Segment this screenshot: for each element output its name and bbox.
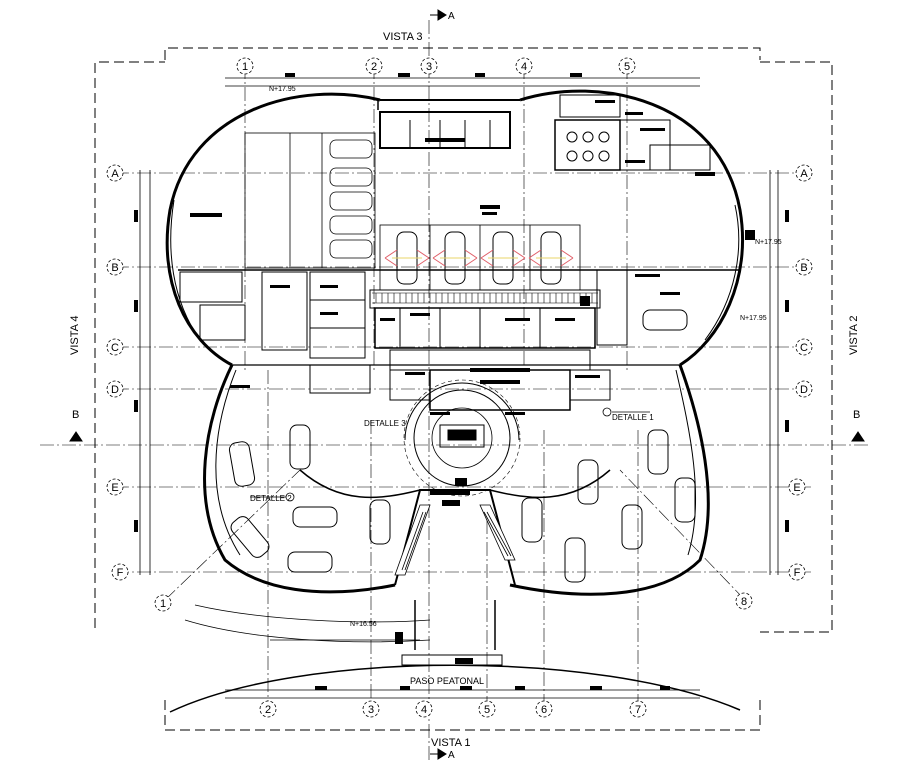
grid-bubbles-bottom: [154, 592, 753, 718]
grid-label-bottom-2: 2: [265, 704, 271, 716]
grid-label-top-2: 2: [371, 61, 377, 73]
grid-label-right-c: C: [800, 342, 808, 354]
grid-bubbles-top: [236, 57, 636, 75]
grid-label-right-d: D: [800, 384, 808, 396]
structural-grid: [40, 20, 870, 760]
detail-label-1: DETALLE 1: [612, 413, 654, 422]
entrance-label: PASO PEATONAL: [410, 676, 484, 686]
left-parking-bay: [244, 132, 376, 269]
grid-label-bottom-3: 3: [368, 704, 374, 716]
grid-bubbles-right: [788, 164, 813, 581]
grid-label-right-e: E: [793, 482, 800, 494]
building-outline: [165, 89, 745, 596]
grid-label-bottom-4: 4: [421, 704, 427, 716]
detail-label-3: DETALLE 3: [364, 419, 406, 428]
showroom-vehicles: [228, 309, 696, 583]
view-label-top: VISTA 3: [383, 31, 423, 43]
grid-label-left-e: E: [111, 482, 118, 494]
highlighted-vehicles: [384, 231, 574, 285]
section-mark-bottom: A: [448, 750, 455, 761]
view-label-bottom: VISTA 1: [431, 737, 471, 749]
detail-label-2: DETALLE 2: [250, 494, 292, 503]
top-right-rooms: [554, 94, 711, 171]
center-parking-bay: [379, 224, 581, 291]
section-mark-left: B: [72, 409, 79, 421]
grid-label-left-d: D: [111, 384, 119, 396]
grid-label-bottom-7: 7: [635, 704, 641, 716]
grid-label-top-1: 1: [242, 61, 248, 73]
grid-label-bottom-6: 6: [541, 704, 547, 716]
section-mark-right: B: [853, 409, 860, 421]
grid-label-corner-1: 1: [160, 598, 166, 610]
grid-label-top-3: 3: [426, 61, 432, 73]
grid-bubbles-left: [106, 164, 129, 581]
grid-label-left-a: A: [111, 168, 119, 180]
annotation-bars: [190, 100, 755, 664]
grid-label-bottom-5: 5: [484, 704, 490, 716]
grid-label-right-b: B: [800, 262, 807, 274]
grid-label-corner-8: 8: [741, 596, 747, 608]
grid-label-left-c: C: [111, 342, 119, 354]
level-top-left: N+17.95: [269, 86, 296, 93]
grid-label-left-f: F: [117, 567, 124, 579]
entrance-approach: [169, 600, 741, 713]
section-mark-top: A: [448, 11, 455, 22]
view-label-right: VISTA 2: [848, 315, 860, 355]
grid-label-top-5: 5: [624, 61, 630, 73]
grid-label-top-4: 4: [521, 61, 527, 73]
grid-label-left-b: B: [111, 262, 118, 274]
level-entrance: N+16.56: [350, 621, 377, 628]
left-lower-rooms: [179, 269, 628, 394]
detail-callouts: [250, 407, 650, 502]
section-markers: [69, 9, 865, 760]
dimension-lines: [139, 77, 779, 699]
dimension-ticks: [134, 73, 789, 690]
dashed-boundary: [94, 47, 833, 731]
service-core: [369, 111, 611, 411]
grid-label-right-f: F: [794, 567, 801, 579]
view-label-left: VISTA 4: [69, 315, 81, 355]
entrance-hatched-walls: [394, 504, 516, 576]
level-right-upper: N+17.95: [755, 239, 782, 246]
parking-rail: [372, 292, 598, 304]
grid-label-right-a: A: [800, 168, 808, 180]
level-right-lower: N+17.95: [740, 315, 767, 322]
